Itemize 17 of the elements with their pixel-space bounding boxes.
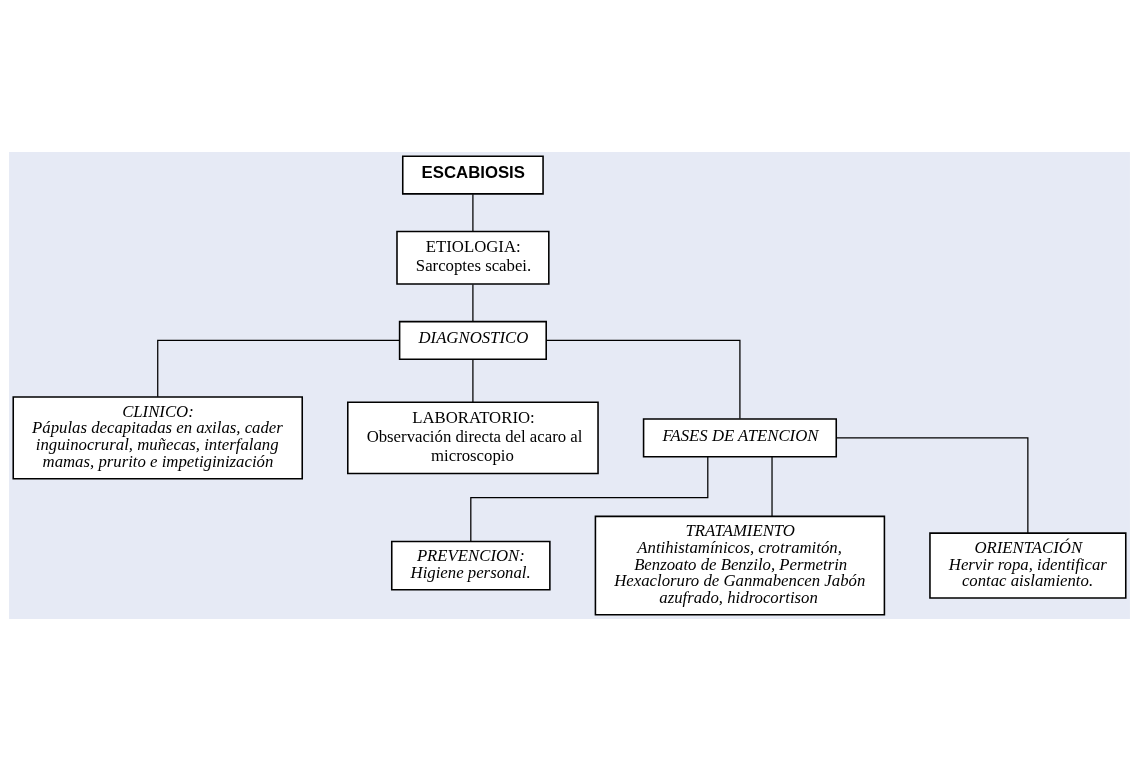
node-box: FASES DE ATENCION bbox=[642, 418, 838, 458]
node-box: CLINICO: Pápulas decapitadas en axilas, cader inguinocrural, muñecas, interfalang mamas, prurito e impetiginización bbox=[12, 396, 303, 480]
node-box: ORIENTACIÓN Hervir ropa, identificar contac aislamiento. bbox=[929, 532, 1127, 599]
node-box: ESCABIOSIS bbox=[401, 155, 544, 195]
connector bbox=[472, 359, 474, 403]
connector bbox=[470, 456, 709, 543]
node-box: PREVENCION: Higiene personal. bbox=[390, 540, 551, 591]
connector bbox=[835, 437, 1029, 534]
node-box: DIAGNOSTICO bbox=[398, 320, 547, 361]
node-box: TRATAMIENTO Antihistamínicos, crotramitón, Benzoato de Benzilo, Permetrin Hexacloruro de Ganmabencen Jabón azufrado, hidrocortison bbox=[594, 515, 886, 616]
connector bbox=[472, 283, 474, 323]
node-box: LABORATORIO: Observación directa del acaro al microscopio bbox=[347, 401, 599, 475]
connector bbox=[157, 339, 401, 398]
node-box: ETIOLOGIA: Sarcoptes scabei. bbox=[396, 230, 550, 285]
connector bbox=[472, 193, 474, 233]
connector bbox=[545, 339, 741, 420]
connector bbox=[771, 456, 773, 517]
